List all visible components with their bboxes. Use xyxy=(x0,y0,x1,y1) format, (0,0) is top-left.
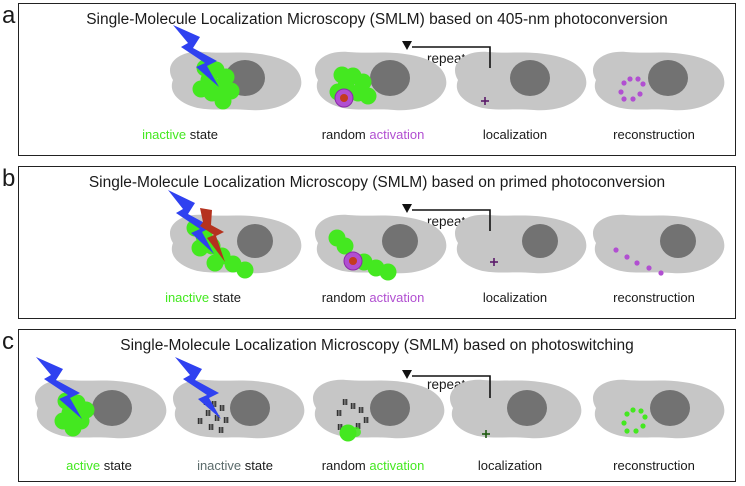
stage-label-part: state xyxy=(100,458,132,473)
panel-a-letter: a xyxy=(2,2,16,29)
panel-c-cell-4 xyxy=(449,379,582,439)
stage-label-part: random xyxy=(321,290,370,305)
panel-b-letter: b xyxy=(2,165,16,192)
panel-a-title: Single-Molecule Localization Microscopy … xyxy=(86,11,668,28)
stage-label: inactive state xyxy=(100,127,260,142)
panel-a-repeat-label: repeat xyxy=(427,51,466,66)
stage-label-part: reconstruction xyxy=(613,458,695,473)
panel-c-repeat-arrow xyxy=(402,370,491,398)
panel-b-frame xyxy=(18,166,736,319)
stage-label-part: active xyxy=(66,458,101,473)
panel-a-cluster-2 xyxy=(329,66,377,105)
localization-marker-icon xyxy=(481,97,489,105)
stage-label: localization xyxy=(435,290,595,305)
panel-c-cell-3 xyxy=(312,379,445,439)
panel-a-repeat-arrow xyxy=(402,41,491,68)
localization-marker-icon xyxy=(490,258,498,266)
reconstruction-points xyxy=(621,407,648,434)
red-lightning-bolt-icon xyxy=(200,208,225,262)
panel-c-letter: c xyxy=(2,328,14,355)
stage-label-part: activation xyxy=(369,290,425,305)
stage-label-part: random xyxy=(321,458,370,473)
stage-label-part: activation xyxy=(369,127,425,142)
stage-label-part: localization xyxy=(482,127,548,142)
stage-label-part: activation xyxy=(369,458,425,473)
stage-label: random activation xyxy=(293,458,453,473)
stage-label-part: state xyxy=(186,127,218,142)
stage-label: localization xyxy=(435,127,595,142)
panel-b-cell-4 xyxy=(592,214,725,274)
panel-c-title: Single-Molecule Localization Microscopy … xyxy=(120,337,634,354)
blue-lightning-bolt-icon xyxy=(173,25,219,87)
panel-a-cell-4 xyxy=(592,51,725,111)
stage-label-part: localization xyxy=(477,458,543,473)
panel-b-cell-3 xyxy=(454,214,587,274)
activated-molecule-core xyxy=(349,257,357,265)
activated-molecule-core xyxy=(340,94,348,102)
stage-label: inactive state xyxy=(123,290,283,305)
activated-molecule-halo xyxy=(351,427,361,437)
reconstruction-points xyxy=(613,247,664,276)
stage-label: inactive state xyxy=(155,458,315,473)
panel-c-frame xyxy=(18,329,736,482)
stage-label-part: localization xyxy=(482,290,548,305)
stage-label-part: inactive xyxy=(142,127,187,142)
panel-c-cell-1 xyxy=(34,379,167,439)
panel-b-cell-2 xyxy=(314,214,447,274)
panel-a-frame xyxy=(18,3,736,156)
localization-marker-icon xyxy=(482,430,490,438)
panel-a-cell-1 xyxy=(169,51,302,111)
stage-label: localization xyxy=(430,458,590,473)
stage-label: random activation xyxy=(293,127,453,142)
stage-label: reconstruction xyxy=(574,127,734,142)
panel-c-cell-5 xyxy=(592,379,725,439)
panel-c-cell-2 xyxy=(172,379,305,439)
blue-lightning-bolt-icon xyxy=(175,357,221,419)
panel-a-cell-3 xyxy=(454,51,587,111)
stage-label: reconstruction xyxy=(574,458,734,473)
stage-label-part: reconstruction xyxy=(613,290,695,305)
panel-b-title: Single-Molecule Localization Microscopy … xyxy=(88,174,666,191)
stage-label-part: state xyxy=(241,458,273,473)
stage-label: random activation xyxy=(293,290,453,305)
panel-b-repeat-label: repeat xyxy=(427,214,466,229)
panel-a-cell-2 xyxy=(314,51,447,111)
stage-label-part: random xyxy=(321,127,370,142)
stage-label: reconstruction xyxy=(574,290,734,305)
stage-label: active state xyxy=(19,458,179,473)
blue-lightning-bolt-icon xyxy=(168,190,214,254)
stage-label-part: inactive xyxy=(197,458,242,473)
stage-label-part: state xyxy=(209,290,241,305)
stage-label-part: reconstruction xyxy=(613,127,695,142)
stage-label-part: inactive xyxy=(165,290,210,305)
reconstruction-points xyxy=(618,76,646,102)
panel-b-repeat-arrow xyxy=(402,204,491,231)
panel-b-cell-1 xyxy=(169,214,302,274)
blue-lightning-bolt-icon xyxy=(36,357,82,419)
